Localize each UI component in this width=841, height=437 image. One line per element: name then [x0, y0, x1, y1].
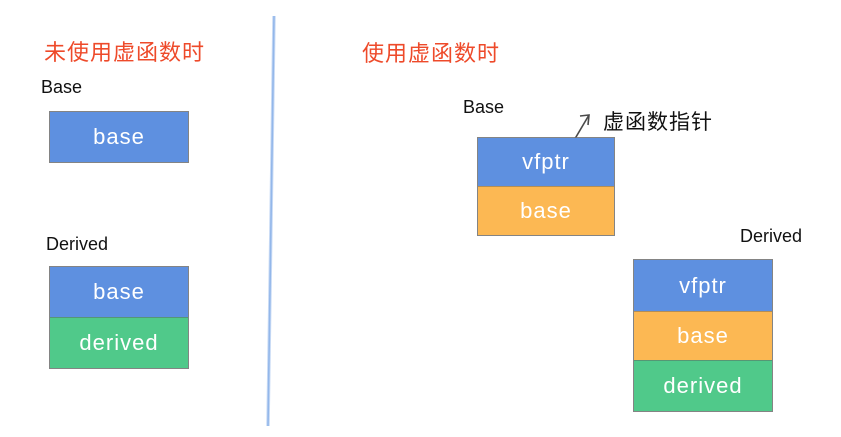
vfptr-annotation: 虚函数指针 [603, 111, 713, 134]
memory-cell-base: base [478, 186, 614, 235]
right-base-memory-box: vfptr base [477, 137, 615, 236]
left-base-class-label: Base [41, 77, 83, 97]
left-derived-class-label: Derived [46, 234, 109, 254]
memory-cell-derived: derived [50, 317, 188, 368]
left-derived-memory-box: base derived [49, 266, 189, 369]
right-section-title: 使用虚函数时 [362, 41, 501, 66]
right-derived-memory-box: vfptr base derived [633, 259, 773, 412]
memory-cell-base: base [50, 267, 188, 317]
right-derived-class-label: Derived [740, 226, 803, 246]
memory-cell-derived: derived [634, 360, 772, 411]
right-base-class-label: Base [463, 97, 505, 117]
left-section-title: 未使用虚函数时 [44, 40, 206, 65]
left-base-memory-box: base [49, 111, 189, 163]
memory-cell-vfptr: vfptr [634, 260, 772, 311]
memory-cell-base: base [634, 311, 772, 360]
memory-cell-vfptr: vfptr [478, 138, 614, 186]
memory-cell-base: base [50, 112, 188, 162]
